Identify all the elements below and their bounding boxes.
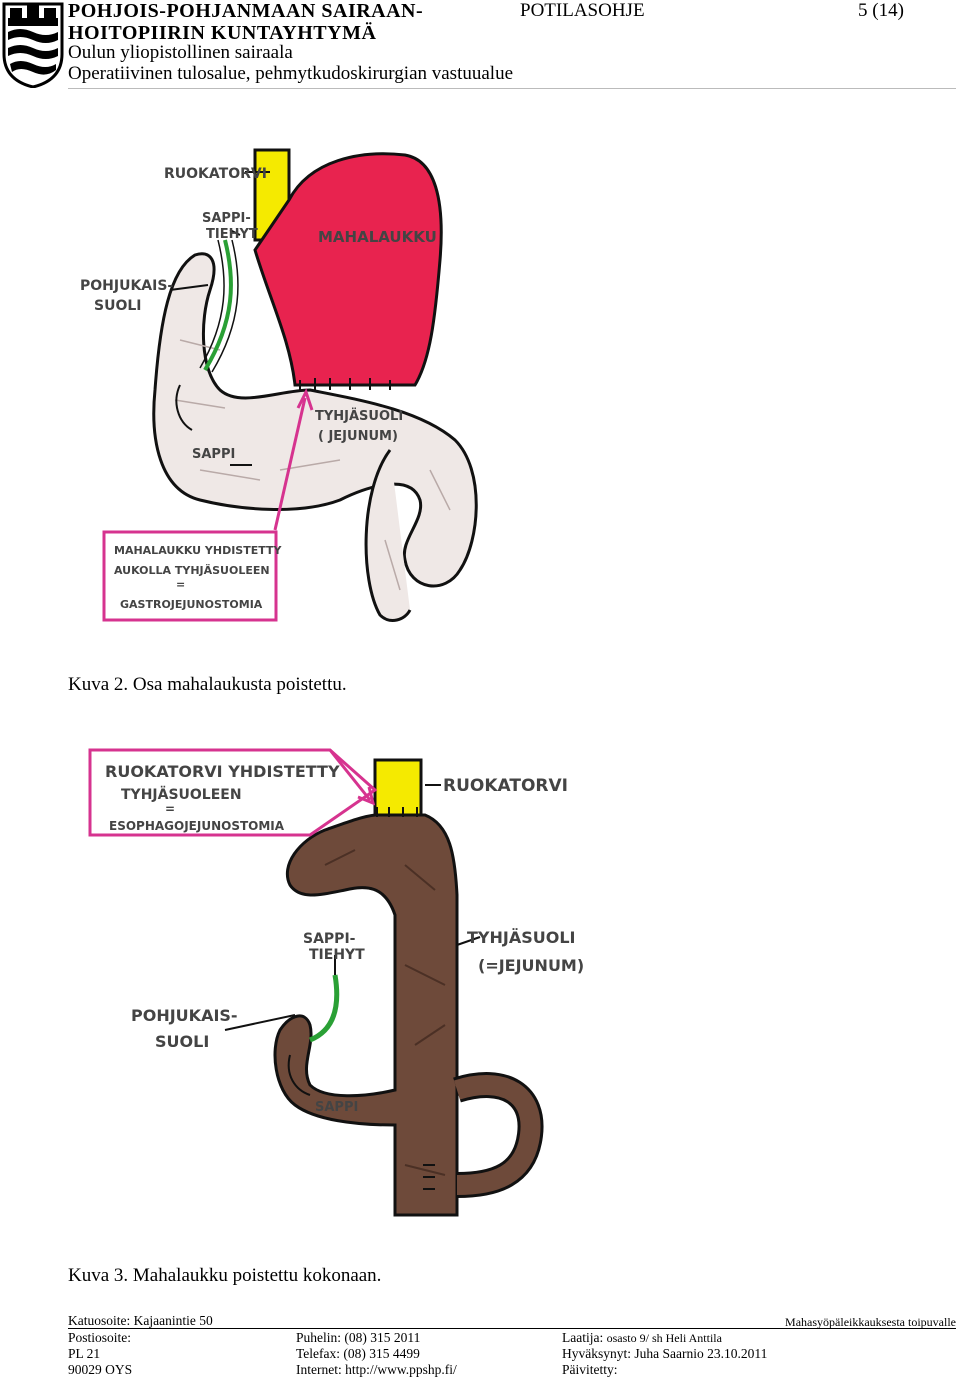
esophagus-shape: [373, 758, 423, 822]
footer-approved: Hyväksynyt: Juha Saarnio 23.10.2011: [562, 1346, 768, 1361]
bile-duct-shape: [203, 239, 233, 372]
footer-updated: Päivitetty:: [562, 1362, 618, 1377]
footer-phone: Puhelin: (08) 315 2011: [296, 1330, 421, 1345]
box-line-2: AUKOLLA TYHJÄSUOLEEN: [114, 563, 270, 577]
box-line-3: =: [165, 802, 175, 816]
label-duodenum-2: SUOLI: [94, 298, 141, 314]
footer-divider: [68, 1328, 956, 1329]
organization-logo: [2, 2, 64, 89]
label-bile-duct-1: SAPPI-: [202, 211, 251, 226]
footer-city: 90029 OYS: [68, 1362, 133, 1377]
figure-2-caption: Kuva 2. Osa mahalaukusta poistettu.: [68, 674, 347, 695]
page-number: 5 (14): [858, 0, 904, 21]
label-bile: SAPPI: [315, 1100, 358, 1115]
footer-postal-label: Postiosoite:: [68, 1330, 132, 1345]
document-type: POTILASOHJE: [520, 0, 645, 21]
label-esophagus: RUOKATORVI: [443, 776, 568, 796]
figure-3-illustration: RUOKATORVI YHDISTETTY TYHJÄSUOLEEN = ESO…: [88, 748, 584, 1217]
gastrojejunostomy-box: [102, 530, 278, 622]
label-bile-duct-2: TIEHYT: [309, 947, 365, 963]
label-jejunum-2: (=JEJUNUM): [478, 956, 584, 975]
footer-street-address: Katuosoite: Kajaanintie 50: [68, 1313, 213, 1328]
box-line-2: TYHJÄSUOLEEN: [121, 786, 242, 803]
label-duodenum-2: SUOLI: [155, 1032, 209, 1051]
label-jejunum-1: TYHJÄSUOLI: [315, 408, 403, 424]
organization-name-line1: POHJOIS-POHJANMAAN SAIRAAN-: [68, 0, 424, 22]
header-divider: [68, 88, 956, 89]
footer-postal-column: Postiosoite: PL 21 90029 OYS: [68, 1330, 132, 1378]
footer-document-name: Mahasyöpäleikkauksesta toipuvalle: [785, 1315, 956, 1329]
label-stomach: MAHALAUKKU: [318, 228, 437, 246]
footer-fax: Telefax: (08) 315 4499: [296, 1346, 420, 1361]
label-bile-duct-1: SAPPI-: [303, 931, 356, 947]
figure-2-illustration: RUOKATORVI SAPPI- TIEHYT MAHALAUKKU POHJ…: [80, 148, 478, 622]
label-jejunum-2: ( JEJUNUM): [318, 429, 398, 444]
label-duodenum-1: POHJUKAIS-: [131, 1006, 238, 1025]
figure-3-caption: Kuva 3. Mahalaukku poistettu kokonaan.: [68, 1265, 382, 1286]
label-duodenum-1: POHJUKAIS-: [80, 278, 173, 294]
footer-internet: Internet: http://www.ppshp.fi/: [296, 1362, 457, 1377]
label-bile: SAPPI: [192, 447, 235, 462]
box-line-1: RUOKATORVI YHDISTETTY: [105, 762, 340, 781]
organization-name: POHJOIS-POHJANMAAN SAIRAAN- HOITOPIIRIN …: [68, 0, 423, 44]
footer-author: osasto 9/ sh Heli Anttila: [606, 1331, 722, 1345]
label-esophagus: RUOKATORVI: [164, 166, 267, 182]
label-bile-duct-2: TIEHYT: [206, 227, 258, 242]
jejunum-shape: [273, 813, 459, 1217]
footer-approval-column: Laatija: osasto 9/ sh Heli Anttila Hyväk…: [562, 1330, 767, 1378]
label-jejunum-1: TYHJÄSUOLI: [467, 928, 576, 947]
esophagojejunostomy-box: [88, 748, 378, 837]
stomach-shape: [253, 152, 443, 387]
organization-name-line2: HOITOPIIRIN KUNTAYHTYMÄ: [68, 22, 377, 44]
box-line-4: ESOPHAGOJEJUNOSTOMIA: [109, 819, 285, 833]
box-line-4: GASTROJEJUNOSTOMIA: [120, 598, 263, 611]
box-line-1: MAHALAUKKU YHDISTETTY: [114, 544, 283, 557]
footer-author-label: Laatija:: [562, 1330, 604, 1345]
hospital-name: Oulun yliopistollinen sairaala: [68, 42, 293, 63]
footer-contact-column: Puhelin: (08) 315 2011 Telefax: (08) 315…: [296, 1330, 457, 1378]
footer-po-box: PL 21: [68, 1346, 101, 1361]
bile-duct-shape: [308, 974, 340, 1043]
unit-name: Operatiivinen tulosalue, pehmytkudoskiru…: [68, 63, 513, 84]
jejunum-shape: [152, 252, 478, 588]
box-line-3: =: [176, 578, 185, 591]
